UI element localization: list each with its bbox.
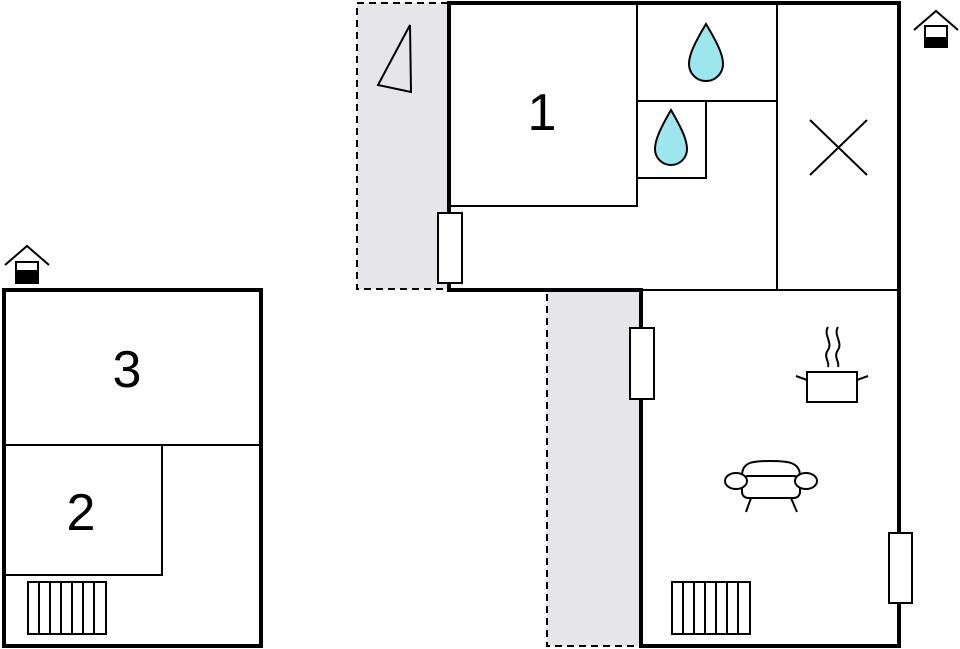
room-2-label: 2 xyxy=(67,484,96,542)
terrace-bottom xyxy=(546,290,642,647)
wall-room2 xyxy=(6,445,163,576)
room-3-label: 3 xyxy=(113,341,142,399)
wall-bath2 xyxy=(637,101,707,179)
room-1-label: 1 xyxy=(528,84,557,142)
right-building-walls xyxy=(447,1,901,648)
north-arrow-icon xyxy=(376,24,413,94)
window-icon xyxy=(888,532,913,604)
entrance-icon xyxy=(913,9,959,48)
radiator-icon xyxy=(671,581,751,635)
window-icon xyxy=(629,327,655,400)
stairs-cross-icon xyxy=(809,119,868,176)
left-building-walls xyxy=(2,288,263,648)
water-drop-icon xyxy=(687,22,725,82)
radiator-icon xyxy=(27,581,107,635)
window-icon xyxy=(437,212,463,284)
wall-room1 xyxy=(451,5,638,207)
water-drop-icon xyxy=(653,108,689,166)
stove-pot-icon xyxy=(795,326,869,403)
terrace-top xyxy=(356,2,450,290)
sofa-icon xyxy=(724,459,818,513)
entrance-icon xyxy=(4,244,50,284)
